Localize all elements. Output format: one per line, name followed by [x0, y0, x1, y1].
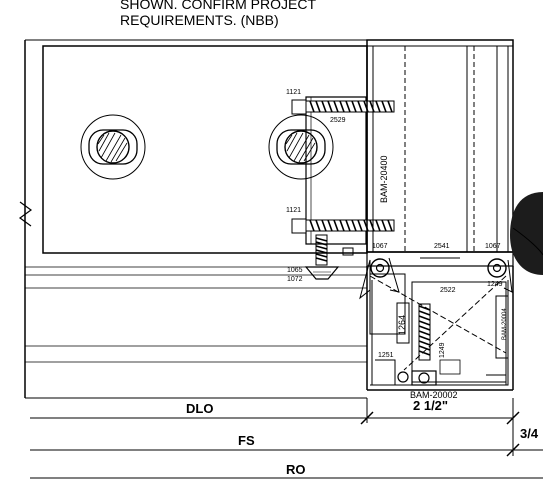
- tag-2529: 2529: [330, 117, 346, 124]
- tag-bam-20400: BAM-20400: [379, 155, 389, 203]
- tag-1249-top: 1249: [487, 281, 503, 288]
- bolt-hole-left: [80, 114, 146, 180]
- tag-1067-right: 1067: [485, 243, 501, 250]
- tag-2541: 2541: [434, 243, 450, 250]
- bolt-hole-right: [268, 114, 334, 180]
- tag-bam-20002: BAM-20002: [410, 390, 458, 400]
- screw-vertical: [304, 234, 340, 280]
- tag-1121-top: 1121: [286, 89, 301, 96]
- glazing-gasket-left: [359, 257, 400, 300]
- note-line-1: SHOWN. CONFIRM PROJECT: [120, 0, 316, 12]
- break-line: [18, 201, 33, 227]
- screw-bottom: [291, 218, 395, 234]
- note-line-2: REQUIREMENTS. (NBB): [120, 12, 279, 28]
- shim-block: [342, 247, 354, 256]
- dimension-lines: [30, 398, 543, 479]
- tag-1072: 1072: [287, 276, 303, 283]
- tag-1264: 1264: [397, 315, 407, 335]
- glazing-gasket-right: [487, 258, 513, 293]
- dim-2-1-2: 2 1/2": [413, 398, 448, 413]
- wall-opening: [18, 39, 367, 399]
- tag-1251: 1251: [378, 352, 394, 359]
- dim-dlo: DLO: [186, 401, 213, 416]
- sill-screw: [418, 303, 431, 361]
- dim-3-4: 3/4: [520, 426, 539, 441]
- sealant-line: [512, 227, 543, 256]
- dim-ro: RO: [286, 462, 306, 477]
- screw-top: [291, 99, 395, 115]
- tag-1249-mid: 1249: [439, 342, 446, 358]
- sill-profile: [366, 251, 514, 391]
- tag-2522: 2522: [440, 287, 456, 294]
- backer-rod: [510, 192, 543, 275]
- tag-1067-left: 1067: [372, 243, 388, 250]
- tag-bam-20004: BAM-20004: [502, 308, 508, 340]
- tag-1121-bottom: 1121: [286, 207, 301, 214]
- dim-fs: FS: [238, 433, 255, 448]
- tag-1065: 1065: [287, 267, 303, 274]
